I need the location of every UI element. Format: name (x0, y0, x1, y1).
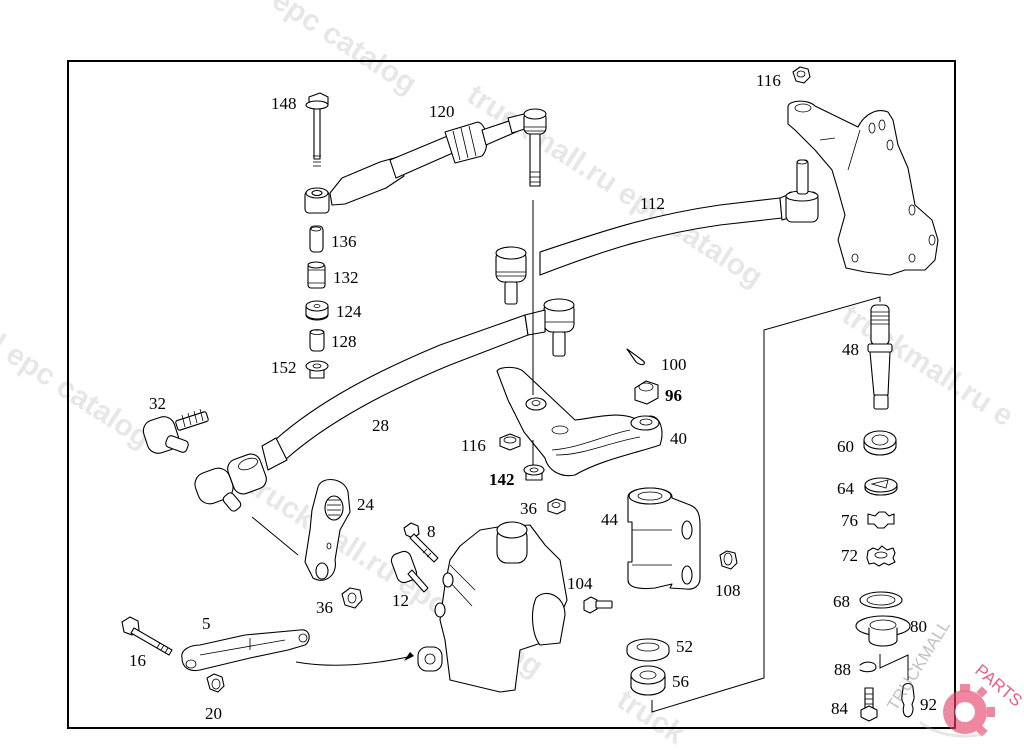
label-96[interactable]: 96 (665, 386, 682, 405)
label-116[interactable]: 116 (461, 436, 486, 455)
part-80-cap[interactable] (855, 615, 911, 647)
label-132[interactable]: 132 (333, 268, 359, 287)
watermark-text: l epc catalog (0, 328, 157, 455)
label-92[interactable]: 92 (920, 695, 937, 714)
label-152[interactable]: 152 (271, 358, 297, 377)
part-labels: 148 120 116 112 136 132 124 128 152 100 … (129, 71, 937, 723)
label-48[interactable]: 48 (842, 340, 859, 359)
part-128-spacer[interactable] (309, 329, 325, 352)
label-56[interactable]: 56 (672, 672, 689, 691)
label-88[interactable]: 88 (834, 660, 851, 679)
arrow-head (404, 652, 414, 661)
label-12[interactable]: 12 (392, 591, 409, 610)
label-100[interactable]: 100 (661, 355, 687, 374)
part-60-bearing[interactable] (863, 430, 897, 456)
part-28-drag-link[interactable] (192, 314, 529, 513)
part-142-cap-nut[interactable] (523, 464, 545, 481)
label-52[interactable]: 52 (676, 637, 693, 656)
part-116-nut-mid[interactable] (499, 433, 521, 451)
watermark-text: truckmall.ru e (836, 298, 1019, 433)
watermark-text: epc catalog (266, 0, 422, 101)
label-20[interactable]: 20 (205, 704, 222, 723)
label-108[interactable]: 108 (715, 581, 741, 600)
part-108-nut[interactable] (719, 550, 738, 570)
part-steering-gearbox[interactable] (417, 521, 568, 693)
label-76[interactable]: 76 (841, 511, 858, 530)
label-84[interactable]: 84 (831, 699, 849, 718)
part-40-steering-arm[interactable] (496, 366, 663, 477)
label-40[interactable]: 40 (670, 429, 687, 448)
part-24-pitman-arm[interactable] (304, 479, 351, 581)
part-88-circlip[interactable] (859, 661, 877, 673)
label-8[interactable]: 8 (427, 522, 436, 541)
part-148-bolt[interactable] (305, 92, 329, 167)
label-32[interactable]: 32 (149, 394, 166, 413)
arrow-line (295, 656, 409, 666)
part-96-castle-nut[interactable] (634, 380, 659, 405)
part-20-nut[interactable] (206, 673, 225, 693)
part-ball-joint-right[interactable] (524, 298, 575, 357)
part-16-bolt[interactable] (121, 616, 173, 656)
label-112[interactable]: 112 (640, 194, 665, 213)
part-120-steering-damper[interactable] (304, 108, 547, 214)
part-76-lock-washer[interactable] (867, 511, 895, 529)
label-128[interactable]: 128 (331, 332, 357, 351)
label-142[interactable]: 142 (489, 470, 515, 489)
label-124[interactable]: 124 (336, 302, 362, 321)
part-104-bolt[interactable] (583, 596, 613, 614)
truckmall-parts-logo: TRUCKMALL PARTS (883, 617, 1024, 738)
label-64[interactable]: 64 (837, 479, 855, 498)
label-44[interactable]: 44 (601, 510, 619, 529)
part-100-cotter-pin[interactable] (626, 348, 645, 366)
part-92-grease-nipple[interactable] (901, 682, 915, 718)
part-68-seal-ring[interactable] (859, 591, 903, 609)
label-24[interactable]: 24 (357, 495, 375, 514)
part-36-nut-lower[interactable] (341, 587, 363, 609)
group-bracket-line (879, 654, 909, 680)
part-48-king-pin[interactable] (867, 304, 893, 410)
part-12-bolt[interactable] (389, 549, 429, 593)
label-16[interactable]: 16 (129, 651, 146, 670)
label-72[interactable]: 72 (841, 546, 858, 565)
label-104[interactable]: 104 (567, 574, 593, 593)
part-84-bolt[interactable] (860, 687, 878, 722)
part-112-tie-rod[interactable] (539, 159, 819, 276)
gear-icon (919, 684, 995, 738)
part-8-bolt[interactable] (403, 522, 439, 563)
label-36[interactable]: 36 (316, 598, 333, 617)
label-5[interactable]: 5 (202, 614, 211, 633)
leader-line (251, 516, 299, 556)
part-64-thrust-washer[interactable] (864, 477, 898, 496)
group-bracket-line (651, 296, 881, 713)
label-116[interactable]: 116 (756, 71, 781, 90)
label-36[interactable]: 36 (520, 499, 537, 518)
label-80[interactable]: 80 (910, 617, 927, 636)
label-136[interactable]: 136 (331, 232, 357, 251)
label-60[interactable]: 60 (837, 437, 854, 456)
part-116-nut-top[interactable] (792, 66, 811, 84)
part-124-rubber-washer[interactable] (305, 300, 329, 321)
part-knuckle[interactable] (787, 100, 939, 276)
label-120[interactable]: 120 (429, 102, 455, 121)
part-44-bracket[interactable] (627, 487, 701, 590)
part-ball-joint-left[interactable] (495, 246, 527, 305)
part-56-bearing[interactable] (630, 665, 666, 696)
part-36-nut-upper[interactable] (547, 498, 566, 515)
part-32-ball-joint[interactable] (141, 408, 209, 456)
label-28[interactable]: 28 (372, 416, 389, 435)
part-152-cap-nut[interactable] (305, 360, 329, 379)
diagram-frame (67, 60, 956, 729)
label-68[interactable]: 68 (833, 592, 850, 611)
part-136-sleeve[interactable] (309, 225, 324, 253)
part-132-bushing[interactable] (307, 261, 326, 289)
part-5-link[interactable] (181, 629, 310, 672)
label-148[interactable]: 148 (271, 94, 297, 113)
part-72-slotted-nut[interactable] (866, 545, 896, 567)
part-52-washer[interactable] (626, 638, 670, 662)
